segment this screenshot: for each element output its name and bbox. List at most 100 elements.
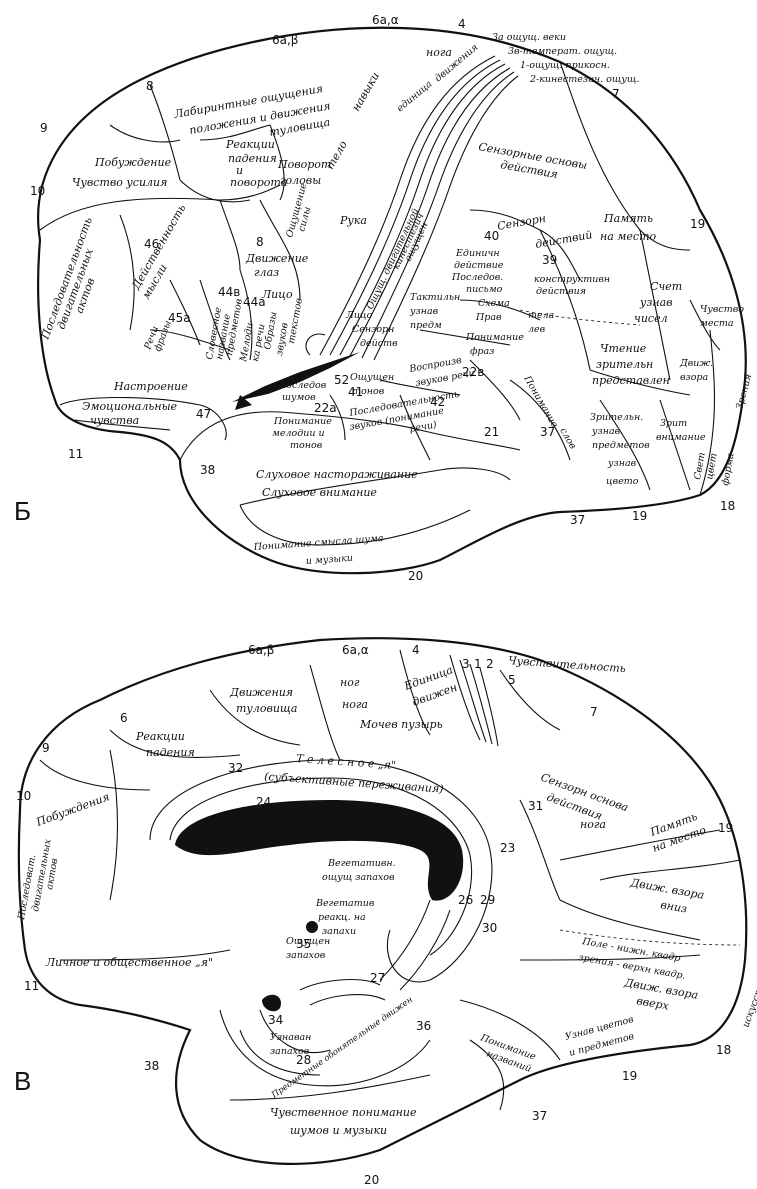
v-field-6aa: 6a,α xyxy=(342,643,369,657)
area-face2-a: Лицо xyxy=(345,310,373,321)
field-52: 52 xyxy=(334,373,349,387)
field-6ab: 6a,β xyxy=(272,33,298,47)
area-fall-4: поворота xyxy=(230,176,287,189)
v-field-19: 19 xyxy=(718,821,733,835)
v-field-26: 26 xyxy=(458,893,473,907)
area-mood: Настроение xyxy=(113,380,188,393)
v-veg-1: Вегетативн. xyxy=(327,858,396,869)
v-perc-1: Чувственное понимание xyxy=(270,1106,417,1119)
v-field-32: 32 xyxy=(228,761,243,775)
panel-b-labels: Б 6a,β 6a,α 4 8 9 10 46 45a 44в 44a 47 1… xyxy=(14,13,754,583)
v-bladder: Мочев пузырь xyxy=(359,718,443,731)
area-emo-1: Эмоциональные xyxy=(82,400,178,413)
v-gaze-2: вниз xyxy=(659,898,688,915)
area-vis-4: узнав xyxy=(607,458,637,469)
v-urge: Побуждения xyxy=(34,790,112,829)
area-tact-1: Тактильн xyxy=(410,292,460,303)
area-fall-1: Реакции xyxy=(225,138,275,151)
v-leg: нога xyxy=(342,698,368,711)
corpus-callosum xyxy=(175,800,463,901)
field-44v: 44в xyxy=(218,285,240,299)
area-mel-3: тонов xyxy=(290,440,323,451)
area-unitact-4: письмо xyxy=(466,284,503,295)
field-11: 11 xyxy=(68,447,83,461)
v-field-3: 3 xyxy=(462,657,470,671)
v-self-2: (субъективные переживания) xyxy=(264,770,444,796)
area-vis-3: предметов xyxy=(592,440,650,451)
v-smell-1: Ощущен xyxy=(286,936,330,947)
field-6aa: 6a,α xyxy=(372,13,399,27)
v-field-10: 10 xyxy=(16,789,31,803)
area-vis-2: узнав. xyxy=(591,426,623,437)
field-18: 18 xyxy=(720,499,735,513)
v-field-2: 2 xyxy=(486,657,494,671)
label-veki: 3a ощущ. веки xyxy=(492,32,566,43)
area-aud-2: Слуховое внимание xyxy=(262,486,377,499)
area-words-1: Понимание xyxy=(521,373,560,430)
field-8b: 8 xyxy=(256,235,264,249)
area-posl-2: шумов xyxy=(282,392,316,403)
v-field-6: 6 xyxy=(120,711,128,725)
v-recog-2: запахов xyxy=(270,1046,310,1057)
v-field-38: 38 xyxy=(144,1059,159,1073)
field-10: 10 xyxy=(30,184,45,198)
v-self-1: Т е л е с н о е „я" xyxy=(296,752,397,772)
area-hand: Рука xyxy=(339,214,367,227)
area-unitact-2: действие xyxy=(454,260,504,271)
area-vision: Зрения xyxy=(734,373,754,411)
area-image-3: текстов xyxy=(286,297,305,345)
area-vis-1: Зрительн. xyxy=(590,412,643,423)
field-40: 40 xyxy=(484,229,499,243)
field-7: 7 xyxy=(612,87,620,101)
v-field-20: 20 xyxy=(364,1173,379,1187)
field-19: 19 xyxy=(690,217,705,231)
area-vis-5: цвето xyxy=(606,476,639,487)
v-field-19b: 19 xyxy=(622,1069,637,1083)
area-phrase-2: фраз xyxy=(470,346,494,357)
v-field-18: 18 xyxy=(716,1043,731,1057)
v-smell-2: запахов xyxy=(286,950,326,961)
v-gaze-4: вверх xyxy=(635,994,670,1013)
area-memory-1: Память xyxy=(603,212,653,225)
area-face2-c: действ xyxy=(360,338,398,349)
v-field-31: 31 xyxy=(528,799,543,813)
area-memory-2: на место xyxy=(600,230,657,243)
area-urge-1: Побуждение xyxy=(94,156,172,169)
area-tact-2: узнав xyxy=(409,306,439,317)
v-field-27: 27 xyxy=(370,971,385,985)
field-39: 39 xyxy=(542,253,557,267)
v-veg-3: Вегетатив xyxy=(315,898,375,909)
field-20: 20 xyxy=(408,569,423,583)
v-field-36: 36 xyxy=(416,1019,431,1033)
area-feel-2: места xyxy=(700,318,734,329)
v-fall-2: падения xyxy=(146,746,195,759)
v-leg-2: нога xyxy=(580,818,606,831)
area-skills: навыки xyxy=(349,70,382,114)
v-field-5: 5 xyxy=(508,673,516,687)
area-face2-b: Сензорн xyxy=(352,324,394,335)
field-37b: 37 xyxy=(570,513,585,527)
v-field-37: 37 xyxy=(532,1109,547,1123)
area-read-3: представлен xyxy=(592,374,670,387)
v-fall-1: Реакции xyxy=(135,730,185,743)
area-posl-1: Последов xyxy=(277,380,327,391)
v-recog-1: Узнаван xyxy=(270,1032,311,1043)
area-sens3-b: тонов xyxy=(352,386,385,397)
area-mel-1: Понимание xyxy=(273,416,332,427)
v-field-6ab: 6a,β xyxy=(248,643,274,657)
v-field-4: 4 xyxy=(412,643,420,657)
area-gaze-2: взора xyxy=(680,372,709,383)
v-trunk-2: туловища xyxy=(236,702,298,715)
v-nog: ног xyxy=(340,676,360,689)
v-field-1: 1 xyxy=(474,657,482,671)
field-21: 21 xyxy=(484,425,499,439)
v-trunk-1: Движения xyxy=(229,686,293,699)
v-veg-2: ощущ запахов xyxy=(322,872,395,883)
area-gaze-1: Движ. xyxy=(679,358,713,369)
label-touch: 1-ощущ. прикосн. xyxy=(520,60,610,71)
area-eyes-2: глаз xyxy=(254,266,279,279)
area-sens3-a: Ощущен xyxy=(350,372,394,383)
v-personal: Личное и общественное „я" xyxy=(45,956,213,969)
v-field-24: 24 xyxy=(256,795,271,809)
area-leg: нога xyxy=(426,46,452,59)
